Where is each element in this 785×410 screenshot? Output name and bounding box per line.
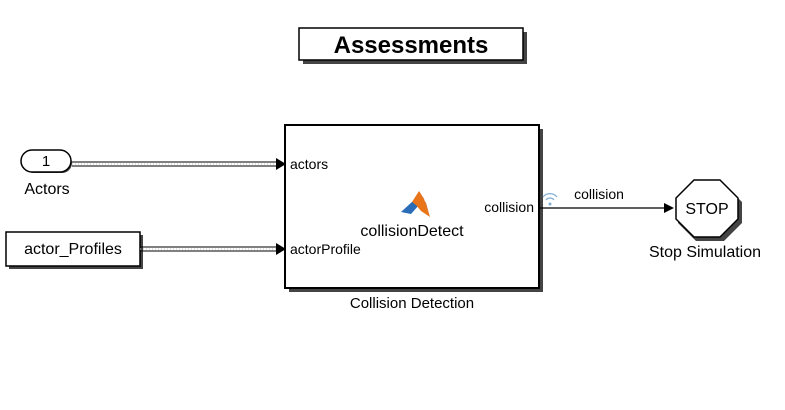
signal-label: collision xyxy=(574,186,624,202)
input-port-actors: actors xyxy=(290,156,328,172)
collision-detection-block[interactable]: actors actorProfile collision collisionD… xyxy=(284,124,543,312)
actor-profiles-block[interactable]: actor_Profiles xyxy=(5,231,143,269)
inport-shape xyxy=(20,149,72,173)
stop-simulation-block[interactable]: STOP Stop Simulation xyxy=(649,179,761,261)
inport-label: Actors xyxy=(24,181,69,198)
function-name: collisionDetect xyxy=(360,223,464,240)
output-port-collision: collision xyxy=(484,199,534,215)
stop-text: STOP xyxy=(685,201,728,218)
title-annotation[interactable]: Assessments xyxy=(298,27,527,64)
title-box xyxy=(298,27,524,61)
bus-arrowhead-actor-profile xyxy=(276,243,286,255)
inport-block-actors[interactable]: 1 Actors xyxy=(20,149,72,198)
stop-octagon xyxy=(675,179,739,238)
input-port-actor-profile: actorProfile xyxy=(290,241,361,257)
profiles-label: actor_Profiles xyxy=(24,241,122,258)
signal-line-collision[interactable]: collision xyxy=(539,186,674,213)
signal-arrowhead xyxy=(664,203,674,213)
page-title: Assessments xyxy=(334,32,489,59)
inport-number: 1 xyxy=(42,153,50,170)
bus-arrowhead-actors xyxy=(276,158,286,170)
bus-line-actor-profile[interactable] xyxy=(140,243,286,255)
subsystem-label: Collision Detection xyxy=(350,295,474,312)
profiles-shape xyxy=(5,231,141,267)
signal-logging-icon xyxy=(542,193,558,206)
bus-line-actors[interactable] xyxy=(72,158,286,170)
stop-label: Stop Simulation xyxy=(649,244,761,261)
matlab-function-icon xyxy=(401,191,430,217)
